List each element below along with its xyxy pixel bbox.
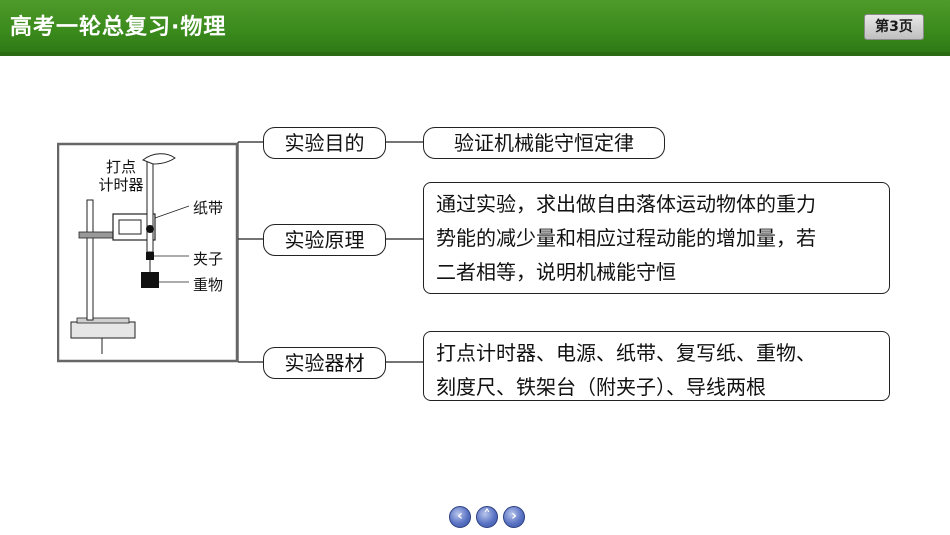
page-number-badge: 第3页 — [864, 14, 924, 40]
equipment-line-1: 打点计时器、电源、纸带、复写纸、重物、 — [436, 341, 816, 365]
timer-window — [118, 219, 142, 235]
nav-prev-button[interactable]: ‹ — [449, 506, 471, 528]
page-title: 高考一轮总复习·物理 — [10, 15, 227, 40]
nav-next-button[interactable]: › — [503, 506, 525, 528]
principle-line-1: 通过实验，求出做自由落体运动物体的重力 — [436, 192, 816, 216]
paper-tape — [146, 159, 154, 253]
timer-needle — [146, 225, 154, 233]
section-content-principle: 通过实验，求出做自由落体运动物体的重力 势能的减少量和相应过程动能的增加量，若 … — [423, 182, 890, 294]
hand-shape — [142, 153, 176, 165]
stand-rod — [86, 199, 94, 321]
header-bar — [0, 0, 950, 52]
nav-home-button[interactable]: ˄ — [476, 506, 498, 528]
section-label-principle: 实验原理 — [263, 224, 386, 256]
label-timer: 打点 计时器 — [98, 158, 144, 194]
label-clamp: 夹子 — [193, 250, 224, 268]
label-tape: 纸带 — [193, 199, 224, 217]
apparatus-diagram — [57, 142, 239, 363]
section-content-equipment: 打点计时器、电源、纸带、复写纸、重物、 刻度尺、铁架台（附夹子）、导线两根 — [423, 331, 890, 401]
principle-line-3: 二者相等，说明机械能守恒 — [436, 260, 676, 284]
section-content-purpose: 验证机械能守恒定律 — [423, 127, 665, 159]
section-label-purpose: 实验目的 — [263, 127, 386, 159]
principle-line-2: 势能的减少量和相应过程动能的增加量，若 — [436, 226, 816, 250]
label-weight: 重物 — [193, 276, 224, 294]
weight-block — [141, 272, 159, 288]
stand-plate — [76, 317, 130, 324]
header-divider — [0, 52, 950, 56]
clamp-block — [146, 252, 154, 260]
section-label-equipment: 实验器材 — [263, 347, 386, 379]
stand-base — [70, 321, 136, 339]
equipment-line-2: 刻度尺、铁架台（附夹子）、导线两根 — [436, 375, 766, 399]
